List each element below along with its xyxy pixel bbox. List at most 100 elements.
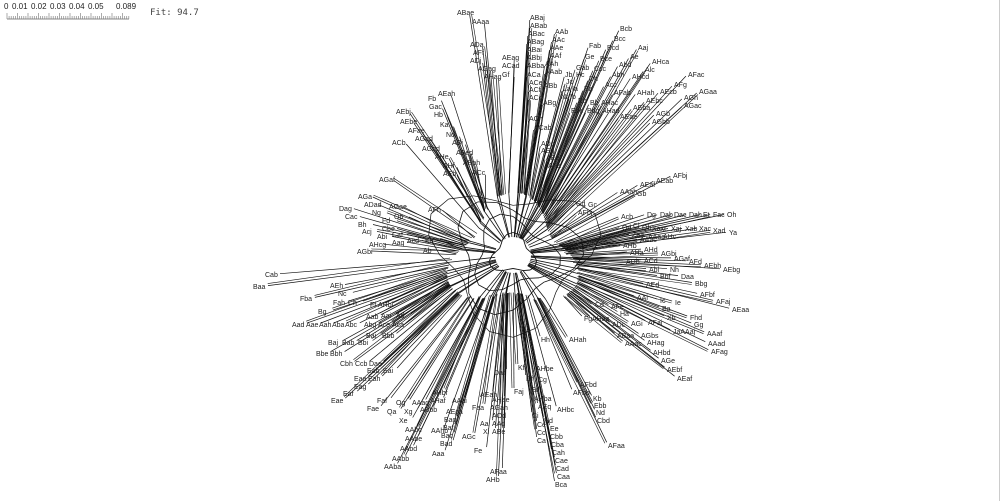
split-edge [547,72,646,220]
taxon-edge [550,192,618,237]
taxon-label: AAaa [472,19,489,26]
split-edge [514,293,535,430]
taxon-edge [357,293,460,392]
split-edge [512,203,529,206]
taxon-edge [564,242,585,250]
taxon-label: Ccb [355,361,368,368]
taxon-edge [486,293,505,448]
taxon-label: AHbd [653,350,671,357]
split-edge [541,71,595,208]
taxon-label: ABaa [617,333,634,340]
taxon-label: AAac [625,341,642,348]
scale-tick-label: 0.089 [116,2,137,11]
taxon-edge [546,75,687,226]
taxon-label: AEaf [677,376,692,383]
split-edge [528,264,574,289]
taxon-edge [557,214,645,245]
split-edge [526,288,536,300]
taxon-label: Xad [713,228,726,235]
taxon-label: Ccc [594,66,607,73]
taxon-edge [572,289,645,341]
taxon-label: AHah [637,90,655,97]
taxon-label: Aab [366,314,379,321]
taxon-edge [490,70,501,196]
taxon-label: AAbe [405,436,422,443]
taxon-label: AHah [569,337,587,344]
split-edge [500,239,504,245]
taxon-label: AHb [486,477,500,484]
taxon-label: Ad [396,313,405,320]
taxon-label: AGc [462,434,476,441]
split-edge [478,227,500,244]
split-edge [541,91,585,207]
taxon-edge [521,120,529,194]
taxon-edge [549,213,576,236]
split-edge [439,254,455,269]
taxon-label: Bg [318,309,327,316]
taxon-edge [469,14,498,197]
taxon-label: ABe [492,429,505,436]
taxon-label: Bcc [614,36,626,43]
taxon-label: Ae [630,54,639,61]
split-edge [524,217,536,222]
split-edge [523,269,531,272]
taxon-edge [474,294,501,434]
split-edge [450,263,498,287]
taxon-label: AHc [663,234,677,241]
taxon-edge [503,292,509,429]
taxon-label: Fab [589,43,601,50]
split-edge [497,196,510,238]
taxon-edge [537,297,597,418]
taxon-label: Eag [354,384,367,391]
taxon-label: Kf [518,365,525,372]
split-edge [516,195,527,238]
taxon-edge [543,63,651,218]
taxon-label: AGbs [641,333,659,340]
taxon-label: AHac [601,100,619,107]
split-edge [529,238,553,248]
taxon-edge [421,239,461,251]
taxon-edge [578,273,658,300]
taxon-edge [520,293,555,482]
taxon-label: Xb [667,315,676,322]
taxon-label: AAai [452,398,467,405]
split-edge [542,239,553,247]
taxon-edge [576,282,709,351]
taxon-label: Cah [552,450,565,457]
taxon-label: Ob [394,214,403,221]
taxon-label: Fd [382,218,390,225]
taxon-edge [344,284,451,352]
taxon-label: ACd [644,258,658,265]
taxon-label: Ng [372,210,381,217]
taxon-label: ABb [544,83,557,90]
split-edge [527,264,573,291]
split-edge [565,238,646,254]
taxon-label: Gf [502,72,509,79]
split-edge [450,294,492,440]
taxon-label: Kb [593,396,602,403]
taxon-label: AFaa [490,469,507,476]
taxon-label: Ace [378,322,390,329]
taxon-label: Baj [328,340,339,347]
taxon-label: Bcb [620,26,632,33]
taxon-label: ACe [529,80,543,87]
taxon-label: AGae [389,204,407,211]
split-edge [553,195,636,243]
taxon-edge [569,292,665,368]
split-edge [565,232,711,255]
taxon-edge [540,76,611,211]
split-edge [483,240,485,249]
taxon-label: Qa [387,409,396,416]
taxon-label: AGi [631,321,643,328]
taxon-edge [495,293,506,429]
taxon-label: AHa [630,250,644,257]
taxon-edge [551,180,654,239]
taxon-label: Cae [555,458,568,465]
taxon-edge [442,210,475,239]
split-edge [530,256,574,260]
split-edge [484,211,505,240]
split-edge [345,273,447,322]
taxon-edge [530,152,541,199]
taxon-label: AEca [446,409,463,416]
